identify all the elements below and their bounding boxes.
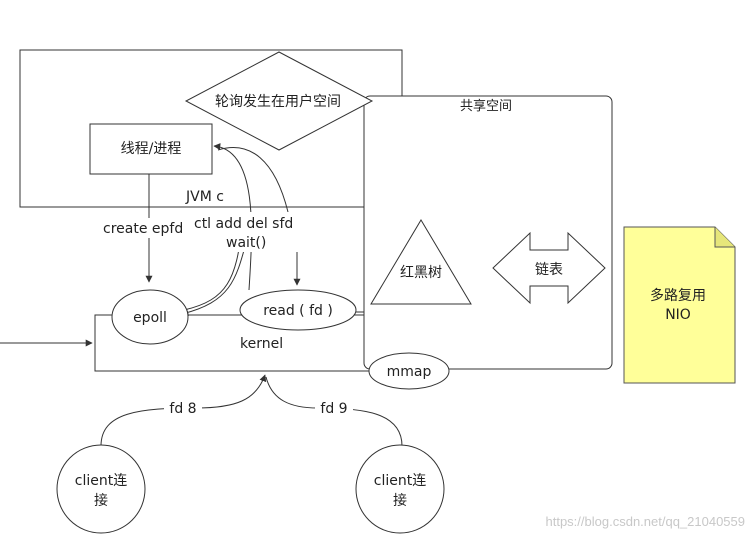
mmap-node [368,352,450,390]
multiplexing-note-fold [714,227,735,248]
kernel-label: kernel [240,336,283,352]
fd9-label: fd 9 [320,401,347,417]
thread-process-box [89,123,213,175]
linked-list-label: 链表 [535,262,563,278]
wait-return-curve [217,147,289,213]
user-space-polling-diamond [184,51,374,151]
user-space-polling-label: 轮询发生在用户空间 [215,93,341,110]
multiplexing-label-line1: 多路复用 [650,287,706,304]
multiplexing-note [623,226,736,384]
epoll-node [111,289,189,345]
client-1-label-line2: 接 [94,492,108,509]
linked-list-shape [492,231,606,305]
client-2-label-line1: client连 [374,473,426,489]
read-fd-label: read ( fd ) [263,303,333,319]
client-2-node [355,444,445,534]
wait-label: wait() [226,235,266,251]
read-fd-node [239,289,357,331]
shared-space-label: 共享空间 [460,98,512,114]
ctl-add-del-curve [213,143,252,291]
create-epfd-label: create epfd [103,221,183,237]
client-1-label-line1: client连 [75,473,127,489]
ctl-add-del-label: ctl add del sfd [194,216,293,232]
jvm-label: JVM c [185,189,224,205]
mmap-label: mmap [387,364,432,380]
client-2-label-line2: 接 [393,492,407,509]
wait-to-epoll-curve [181,242,247,316]
watermark: https://blog.csdn.net/qq_21040559 [546,514,746,529]
red-black-tree-shape [370,219,472,305]
multiplexing-label-line2: NIO [665,307,691,323]
red-black-tree-label: 红黑树 [400,265,442,281]
shared-space-region [363,95,613,370]
fd8-label: fd 8 [169,401,196,417]
client-1-node [56,444,146,534]
thread-process-label: 线程/进程 [121,141,182,157]
epoll-label: epoll [133,310,167,326]
